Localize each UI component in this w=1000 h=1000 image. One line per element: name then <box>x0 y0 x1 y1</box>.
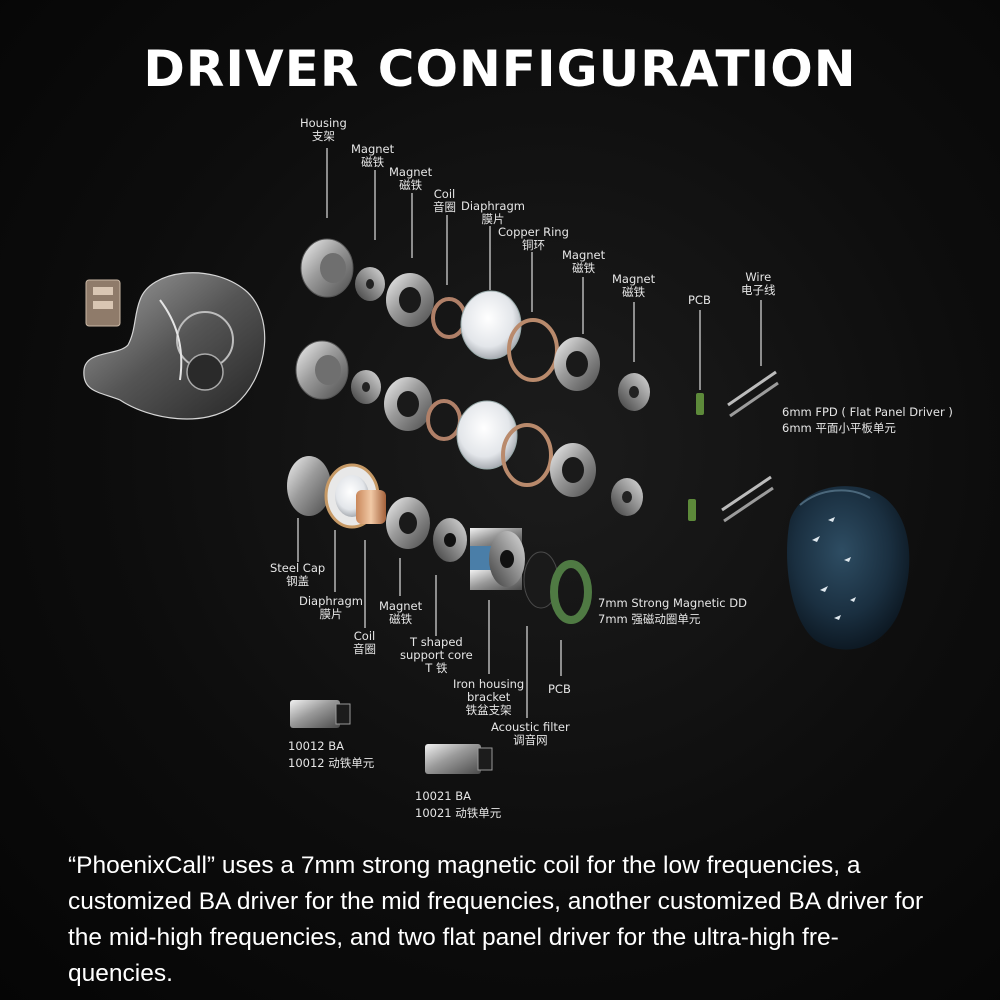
ba-driver-10021 <box>425 744 493 774</box>
leader-lines <box>297 148 762 718</box>
fpd-row-2 <box>295 340 774 523</box>
dd-row <box>287 456 592 624</box>
ba-driver-10012 <box>290 700 351 728</box>
page-title: DRIVER CONFIGURATION <box>143 40 857 98</box>
blue-faceplate-shell <box>787 486 910 650</box>
label-fpd: 6mm FPD ( Flat Panel Driver )6mm 平面小平板单元 <box>782 405 953 435</box>
clear-shell <box>83 272 266 420</box>
fpd-row-1 <box>300 238 779 418</box>
label-pcb-bottom: PCB <box>548 682 571 696</box>
description-caption: “PhoenixCall” uses a 7mm strong magnetic… <box>68 852 924 987</box>
label-pcb-top: PCB <box>688 293 711 307</box>
